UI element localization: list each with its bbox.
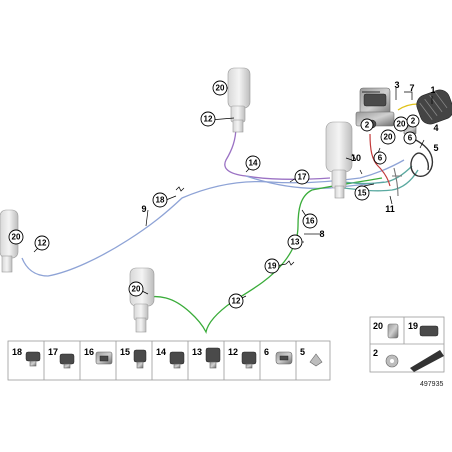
callout-6-red: 6: [373, 151, 387, 165]
label-part-7: 7: [409, 83, 414, 93]
air-line-right-2: [343, 169, 419, 192]
label-part-3: 3: [394, 80, 399, 90]
callout-12-top: 12: [200, 111, 216, 127]
label-part-10: 10: [351, 153, 361, 163]
svg-text:16: 16: [306, 217, 315, 226]
fitting-20-icon: [387, 323, 399, 339]
svg-text:6: 6: [408, 134, 413, 143]
callout-2-b: 2: [406, 114, 420, 128]
svg-text:20: 20: [12, 233, 21, 242]
connector-16-icon: [95, 351, 113, 365]
air-strut-middle: [325, 121, 353, 199]
label-part-11: 11: [385, 204, 395, 214]
callout-15: 15: [354, 185, 370, 201]
svg-text:15: 15: [358, 189, 367, 198]
svg-text:20: 20: [384, 133, 393, 142]
svg-text:2: 2: [365, 121, 370, 130]
air-line-gray: [392, 167, 402, 197]
svg-text:20: 20: [216, 84, 225, 93]
clip-5-icon: [309, 353, 323, 367]
callout-20-middle: 20: [380, 129, 396, 145]
svg-text:17: 17: [298, 173, 307, 182]
connector-13-icon: [205, 347, 221, 369]
part-5-number: 5: [300, 347, 305, 357]
air-line-red: [369, 133, 391, 187]
callout-2-a: 2: [360, 118, 374, 132]
callout-20-left: 20: [8, 229, 24, 245]
connector-14-icon: [169, 351, 185, 369]
callout-19: 19: [264, 258, 280, 274]
break-mark-2: [285, 260, 295, 266]
svg-text:13: 13: [291, 238, 300, 247]
air-strut-low: [129, 267, 155, 333]
air-line-top-strut: [224, 125, 331, 180]
callout-6-compressor: 6: [403, 131, 417, 145]
part-17-number: 17: [48, 347, 58, 357]
air-lines: [21, 103, 434, 334]
part-2-number: 2: [373, 348, 378, 358]
hose-coil: [410, 137, 434, 177]
part-12-number: 12: [228, 347, 238, 357]
connector-18-icon: [25, 351, 41, 367]
part-6-number: 6: [264, 347, 269, 357]
svg-text:12: 12: [38, 239, 47, 248]
part-13-number: 13: [192, 347, 202, 357]
break-mark-1: [175, 186, 185, 192]
callout-20-low: 20: [128, 281, 144, 297]
part-15-number: 15: [120, 347, 130, 357]
svg-text:6: 6: [378, 154, 383, 163]
air-strut-top: [227, 67, 251, 133]
air-line-left-front: [21, 159, 405, 277]
connector-12-icon: [241, 351, 257, 369]
air-line-right-1: [343, 165, 413, 185]
air-strut-left: [0, 209, 19, 273]
svg-text:18: 18: [156, 196, 165, 205]
air-dryer: [416, 89, 452, 125]
callout-16: 16: [302, 213, 318, 229]
svg-text:20: 20: [397, 120, 406, 129]
callout-12-low: 12: [228, 293, 244, 309]
callout-12-left: 12: [34, 235, 50, 251]
svg-text:20: 20: [132, 285, 141, 294]
part-19-number: 19: [408, 321, 418, 331]
nut-2-icon: [385, 354, 399, 368]
svg-text:14: 14: [249, 159, 258, 168]
callout-17: 17: [294, 169, 310, 185]
clip-19-icon: [419, 325, 439, 337]
hose-strip-icon: [410, 350, 444, 372]
parts-row: 18 17 16 15 14 13 12 6 5: [7, 340, 331, 381]
connector-6-icon: [275, 351, 293, 365]
label-part-4: 4: [433, 123, 438, 133]
svg-text:12: 12: [232, 297, 241, 306]
parts-right: 20 19 2: [369, 316, 445, 373]
label-part-8: 8: [319, 229, 324, 239]
part-18-number: 18: [12, 347, 22, 357]
air-line-yellow: [397, 103, 419, 111]
air-line-rear: [145, 177, 383, 334]
callout-18: 18: [152, 192, 168, 208]
connector-15-icon: [133, 349, 147, 369]
part-16-number: 16: [84, 347, 94, 357]
part-14-number: 14: [156, 347, 166, 357]
callout-20-compressor: 20: [393, 116, 409, 132]
label-part-5: 5: [433, 143, 438, 153]
diagram-id: 497935: [420, 381, 443, 388]
label-part-9: 9: [141, 204, 146, 214]
svg-text:2: 2: [411, 117, 416, 126]
callout-14: 14: [245, 155, 261, 171]
svg-text:12: 12: [204, 115, 213, 124]
callout-13: 13: [287, 234, 303, 250]
part-20-number: 20: [373, 321, 383, 331]
svg-text:19: 19: [268, 262, 277, 271]
label-part-1: 1: [430, 85, 435, 95]
callout-20-top: 20: [212, 80, 228, 96]
connector-17-icon: [59, 353, 75, 369]
